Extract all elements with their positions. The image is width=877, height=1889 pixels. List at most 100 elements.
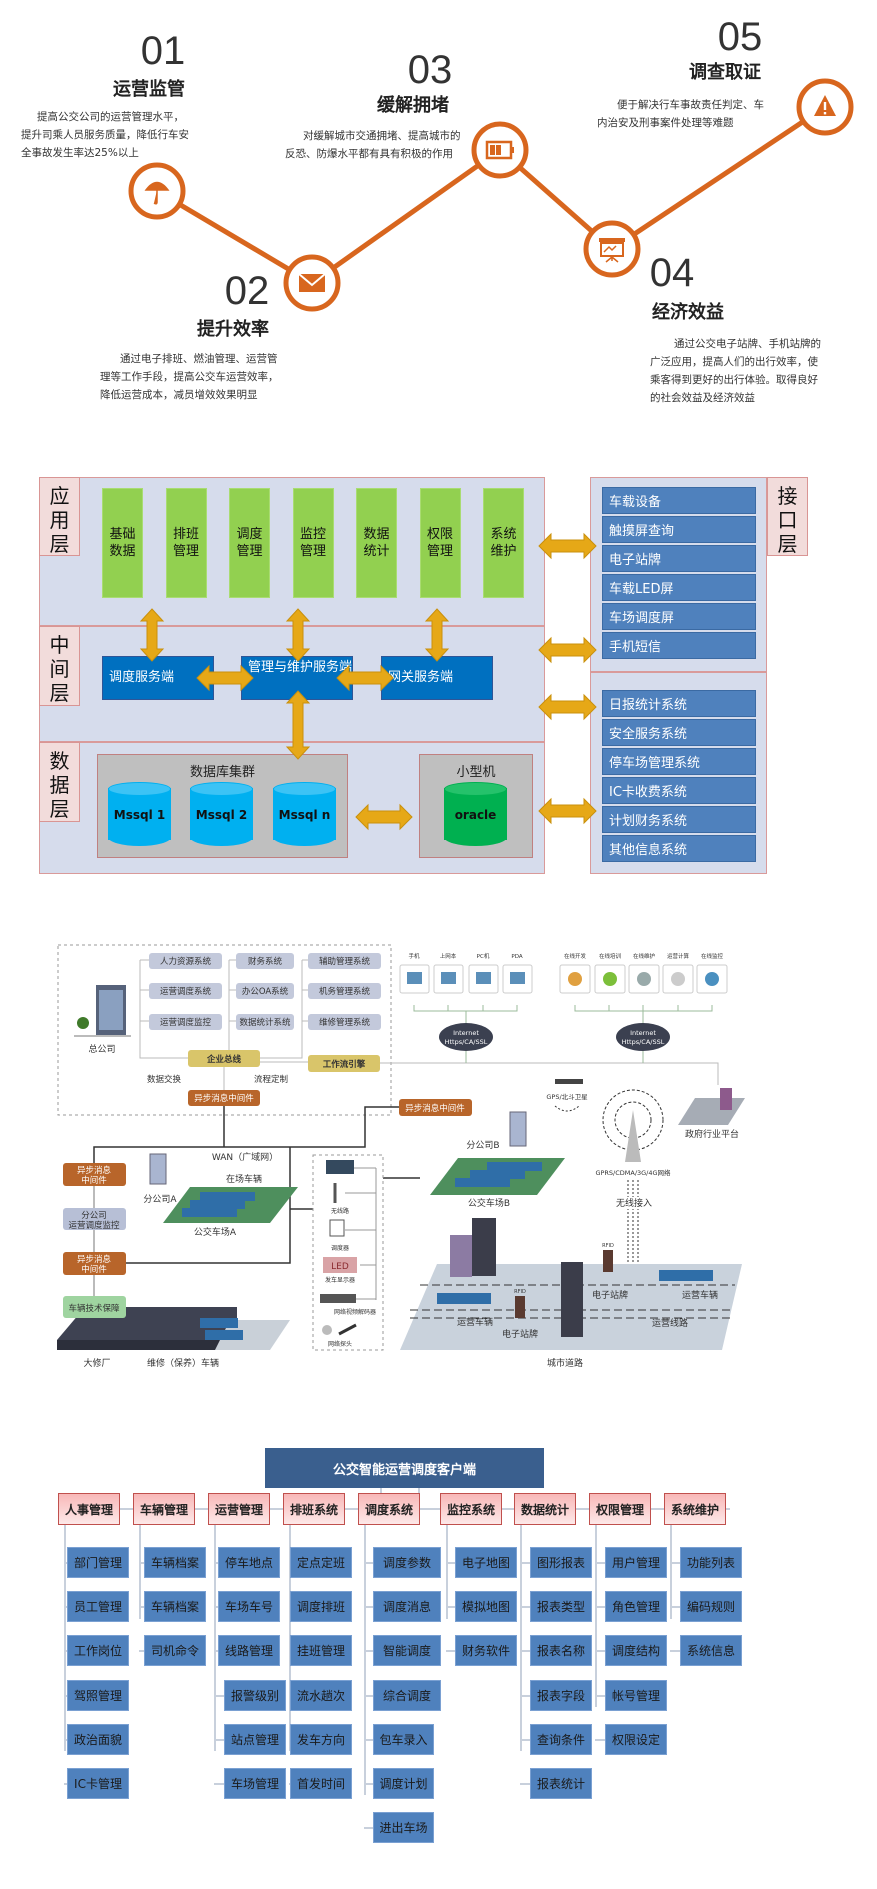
module-item[interactable]: IC卡管理 [67,1768,129,1799]
module-item[interactable]: 财务软件 [455,1635,517,1667]
cloud-label: Https/CA/SSL [445,1038,488,1046]
module-item[interactable]: 报表类型 [530,1591,592,1623]
module-item[interactable]: 车辆档案 [144,1591,206,1623]
module-item[interactable]: 车场车号 [218,1591,280,1623]
client-label: 手机 [408,952,420,960]
module-item[interactable]: 帐号管理 [605,1679,667,1711]
interface-item: 车场调度屏 [602,603,756,630]
gateway-server: 网关服务端 [381,656,493,700]
tree-connector [289,1562,290,1564]
system-box [149,983,222,999]
rfid-label: RFID [514,1289,526,1295]
module-item[interactable]: 权限设定 [605,1723,667,1755]
module-item[interactable]: 挂班管理 [290,1635,352,1667]
module-item[interactable]: 综合调度 [373,1679,441,1711]
module-category[interactable]: 系统维护 [664,1493,726,1525]
module-item[interactable]: 编码规则 [680,1591,742,1623]
database-label: Mssql n [278,808,331,822]
system-label: 运营调度监控 [160,1017,212,1028]
module-item[interactable]: 智能调度 [373,1635,441,1667]
device-label: 调度器 [331,1244,349,1252]
tree-connector [64,1525,66,1751]
tower-icon [625,1110,641,1162]
module-item[interactable]: 包车录入 [373,1723,434,1755]
module-item[interactable]: 停车地点 [218,1547,280,1578]
online-service-label: 在线培训 [599,952,622,960]
enterprise-bus-label: 企业总线 [206,1054,242,1065]
module-item[interactable]: 线路管理 [218,1635,280,1667]
module-item[interactable]: 流水趟次 [290,1679,352,1711]
module-item[interactable]: 员工管理 [67,1591,129,1623]
tree-connector [364,1562,373,1564]
module-item[interactable]: 角色管理 [605,1591,667,1623]
module-item[interactable]: 调度消息 [373,1591,441,1623]
module-category[interactable]: 调度系统 [358,1493,420,1525]
tree-connector [595,1525,597,1707]
online-service-label: 在线维护 [633,952,656,960]
module-category[interactable]: 权限管理 [589,1493,651,1525]
client-label: PDA [511,954,522,960]
step-description-line: 提高公交公司的运营管理水平， [37,110,184,123]
step-description-line: 内治安及刑事案件处理等难题 [597,116,734,129]
tree-connector [446,1650,455,1653]
module-item[interactable]: 站点管理 [224,1723,286,1755]
branch-monitor-line2: 运营调度监控 [68,1220,120,1231]
module-item[interactable]: 调度结构 [605,1635,667,1667]
module-item[interactable]: 电子地图 [455,1547,517,1578]
module-item[interactable]: 车辆档案 [144,1547,206,1578]
module-item[interactable]: 调度排班 [290,1591,352,1623]
camera-icon [322,1325,332,1335]
tree-connector [364,1525,366,1795]
module-item[interactable]: 政治面貌 [67,1723,129,1755]
module-category[interactable]: 排班系统 [283,1493,345,1525]
step-title: 运营监管 [113,78,185,100]
module-item[interactable]: 报警级别 [224,1679,286,1711]
app-module: 系统维护 [483,488,524,598]
tree-connector [364,1694,373,1697]
module-item[interactable]: 部门管理 [67,1547,129,1578]
module-item[interactable]: 系统信息 [680,1635,742,1667]
module-item[interactable]: 报表字段 [530,1679,592,1711]
wireless-label: 无线接入 [616,1197,652,1209]
module-item[interactable]: 驾照管理 [67,1679,129,1711]
device-label: 网络探头 [328,1340,352,1348]
system-label: 办公OA系统 [242,986,289,997]
system-box [149,953,222,969]
module-item[interactable]: 定点定班 [290,1547,352,1578]
module-category[interactable]: 数据统计 [514,1493,576,1525]
step-description-line: 便于解决行车事故责任判定、车 [617,98,764,111]
module-item[interactable]: 车场管理 [224,1768,286,1799]
module-item[interactable]: 调度计划 [373,1768,434,1799]
module-item[interactable]: 查询条件 [530,1723,592,1755]
hq-label: 总公司 [88,1043,115,1055]
data-layer-label: 数据层 [39,742,80,822]
mq-branch-b-label: 异步消息中间件 [405,1103,465,1114]
module-category[interactable]: 监控系统 [440,1493,502,1525]
module-item[interactable]: 功能列表 [680,1547,742,1578]
client-title: 公交智能运营调度客户端 [265,1448,544,1488]
module-item[interactable]: 首发时间 [290,1768,352,1799]
module-item[interactable]: 进出车场 [373,1812,434,1844]
module-item[interactable]: 工作岗位 [67,1635,129,1667]
module-item[interactable]: 报表名称 [530,1635,592,1667]
module-category[interactable]: 运营管理 [208,1493,270,1525]
module-item[interactable]: 发车方向 [290,1723,352,1755]
module-item[interactable]: 司机命令 [144,1635,206,1667]
module-item[interactable]: 用户管理 [605,1547,667,1578]
module-category[interactable]: 人事管理 [58,1493,120,1525]
tree-connector [214,1525,216,1751]
tree-connector [520,1606,530,1609]
step-description-line: 的社会效益及经济效益 [650,391,755,404]
mq-branch-a-line1: 异步消息 [77,1165,112,1176]
gov-label: 政府行业平台 [685,1128,739,1140]
module-item[interactable]: 模拟地图 [455,1591,517,1623]
module-item[interactable]: 调度参数 [373,1547,441,1578]
running-bus-label: 运营车辆 [457,1316,493,1328]
step-description-line: 全事故发生率达25%以上 [21,146,139,159]
module-item[interactable]: 报表统计 [530,1768,592,1799]
module-category[interactable]: 车辆管理 [133,1493,195,1525]
step-title: 缓解拥堵 [377,94,449,116]
network-topology: 总公司 人力资源系统运营调度系统运营调度监控财务系统办公OA系统数据统计系统辅助… [57,944,745,1369]
module-item[interactable]: 图形报表 [530,1547,592,1578]
